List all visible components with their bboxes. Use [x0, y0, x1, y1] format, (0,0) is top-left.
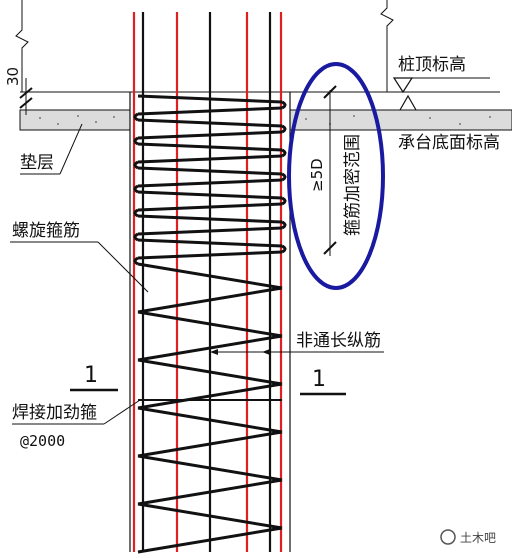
- welded-stiffener-label: 焊接加劲箍: [12, 403, 97, 423]
- dim-30-tick-a: [19, 87, 33, 99]
- watermark-icon: [440, 529, 456, 545]
- spiral-turn: [137, 178, 283, 188]
- spiral-turn: [281, 100, 287, 110]
- pile-top-elevation-marker: [392, 77, 414, 94]
- spiral-turn: [137, 106, 283, 116]
- section-mark-left: 1: [84, 363, 98, 388]
- spiral-turn: [137, 142, 283, 152]
- stiffener-leader: [103, 399, 141, 425]
- dense-zone-length-label: ≥5D: [308, 158, 326, 192]
- rebar-leader-arrow-a: [210, 349, 218, 355]
- spiral-turn: [137, 250, 283, 260]
- dense-zone-dim-tick-bottom: [323, 241, 337, 255]
- spiral-turn: [133, 136, 139, 146]
- spiral-turn: [137, 226, 283, 236]
- spiral-turn: [137, 94, 283, 104]
- spiral-turn: [133, 160, 139, 170]
- spiral-turn: [281, 196, 287, 206]
- pile-top-elevation-label: 桩顶标高: [398, 55, 466, 75]
- spiral-turn: [137, 478, 283, 506]
- spiral-stirrup: [133, 94, 287, 554]
- cushion-leader: [59, 123, 83, 175]
- longitudinal-rebars-red: [132, 12, 283, 552]
- break-line-right: [380, 0, 394, 92]
- spiral-turn: [137, 310, 283, 338]
- dense-zone-range-label: 箍筋加密范围: [343, 134, 363, 236]
- cap-bottom-elevation-marker: [399, 94, 417, 111]
- spiral-turn: [137, 382, 283, 410]
- spiral-turn: [137, 154, 283, 164]
- spiral-turn: [137, 118, 283, 128]
- spiral-turn: [137, 214, 283, 224]
- spiral-turn: [133, 208, 139, 218]
- spiral-turn: [137, 454, 283, 482]
- cushion-layer-left: [19, 109, 131, 131]
- cap-bottom-elevation-label: 承台底面标高: [398, 133, 500, 153]
- spiral-turn: [137, 166, 283, 176]
- dim-30-tick-b: [19, 97, 33, 109]
- spiral-turn: [137, 358, 283, 386]
- cushion-layer-label: 垫层: [20, 153, 54, 173]
- non-full-length-rebar-label: 非通长纵筋: [296, 331, 381, 351]
- spiral-turn: [281, 148, 287, 158]
- spiral-turn: [137, 262, 283, 290]
- dense-zone-dim-tick-top: [323, 85, 337, 99]
- spiral-turn: [137, 130, 283, 140]
- spiral-turn: [281, 124, 287, 134]
- spiral-turn: [281, 172, 287, 182]
- rebar-leader-arrow-b: [262, 349, 270, 355]
- cushion-layer-right: [289, 109, 512, 131]
- spiral-turn: [137, 430, 283, 458]
- spiral-turn: [137, 406, 283, 434]
- spiral-turn: [137, 238, 283, 248]
- break-line-left: [15, 0, 29, 92]
- section-mark-right: 1: [312, 367, 326, 392]
- dim-30-label: 30: [4, 67, 22, 86]
- spiral-turn: [133, 184, 139, 194]
- watermark-text: 土木吧: [460, 531, 496, 545]
- spiral-turn: [137, 190, 283, 200]
- spiral-turn: [281, 244, 287, 254]
- spiral-turn: [133, 232, 139, 242]
- spiral-leader: [97, 241, 149, 293]
- spiral-turn: [137, 202, 283, 212]
- spiral-turn: [137, 334, 283, 362]
- dense-zone-ellipse: [287, 62, 385, 290]
- stiffener-spacing-label: @2000: [20, 432, 65, 450]
- spiral-turn: [137, 286, 283, 314]
- spiral-turn: [137, 502, 283, 530]
- watermark: 土木吧: [440, 529, 496, 545]
- spiral-turn: [137, 526, 283, 554]
- spiral-turn: [133, 256, 139, 266]
- spiral-stirrup-label: 螺旋箍筋: [12, 221, 80, 241]
- spiral-turn: [133, 112, 139, 122]
- spiral-turn: [281, 220, 287, 230]
